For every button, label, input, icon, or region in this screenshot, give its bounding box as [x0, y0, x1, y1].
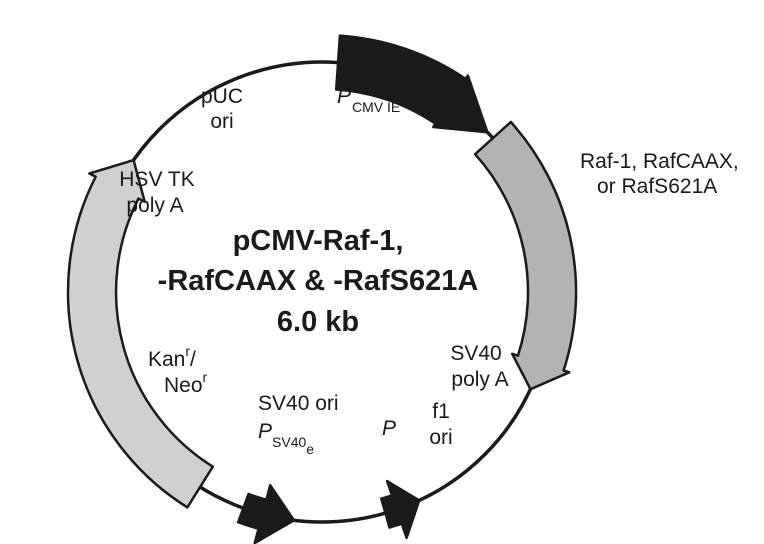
- pcmv-promoter-arrow: [334, 34, 489, 134]
- sv40-ori-label: SV40 ori: [258, 392, 339, 415]
- p-promoter-label: P: [382, 417, 396, 440]
- neo-sup: r: [203, 369, 208, 385]
- raf-gene-arrow: [473, 120, 578, 391]
- psv40-sub: SV40: [272, 434, 306, 450]
- hsv-tk-line1: HSV TK: [119, 168, 194, 191]
- psv40-p: P: [258, 420, 272, 443]
- plasmid-name-line2: -RafCAAX & -RafS621A: [158, 265, 479, 297]
- f1-ori-line2: ori: [429, 426, 452, 449]
- f1-ori-line1: f1: [432, 400, 450, 423]
- kan-neo-resistance-arrow: [66, 158, 215, 509]
- kan-slash: /: [190, 348, 196, 371]
- kan-label: Kanr/: [148, 343, 196, 371]
- pcmv-p: P: [337, 85, 351, 108]
- puc-ori-line2: ori: [210, 110, 233, 133]
- hsv-tk-line2: poly A: [126, 194, 183, 217]
- plasmid-size: 6.0 kb: [277, 306, 359, 338]
- kan-sup: r: [185, 343, 190, 359]
- psv40-subsub: e: [306, 441, 314, 457]
- neo-text: Neo: [164, 374, 203, 397]
- p-promoter-arrow: [380, 479, 421, 540]
- neo-label: Neor: [164, 369, 208, 397]
- kan-text: Kan: [148, 348, 185, 371]
- raf-label-line2: or RafS621A: [597, 175, 717, 198]
- psv40-promoter-arrow: [236, 483, 296, 544]
- plasmid-name-line1: pCMV-Raf-1,: [233, 225, 404, 257]
- pcmv-sub: CMV IE: [352, 99, 400, 115]
- sv40-polya-line1: SV40: [450, 342, 501, 365]
- pcmv-label: PCMV IE: [337, 85, 400, 115]
- sv40-polya-line2: poly A: [451, 368, 508, 391]
- puc-ori-line1: pUC: [201, 85, 243, 108]
- psv40-label: PSV40e: [258, 420, 314, 457]
- raf-label-line1: Raf-1, RafCAAX,: [580, 150, 739, 173]
